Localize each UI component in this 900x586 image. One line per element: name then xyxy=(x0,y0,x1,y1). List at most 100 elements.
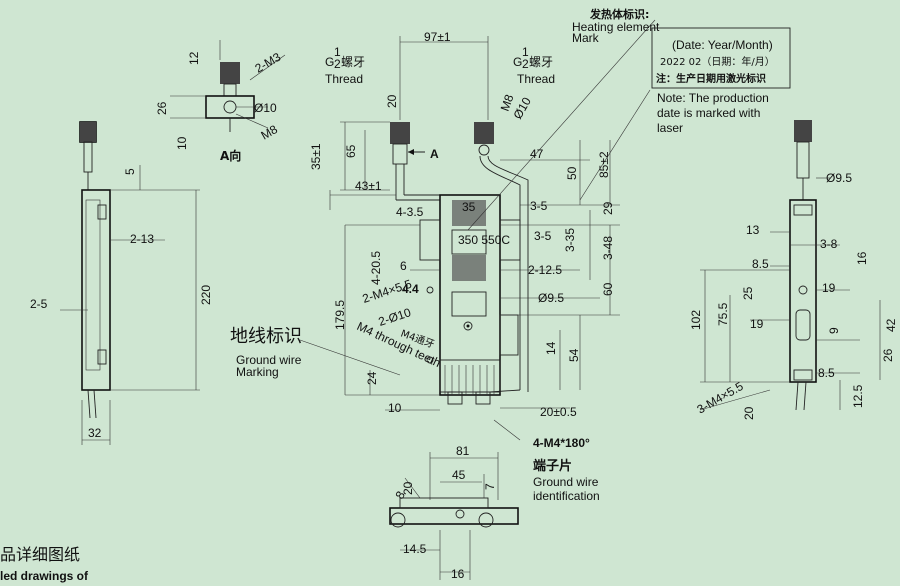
svg-text:螺牙: 螺牙 xyxy=(341,55,365,69)
dim-26-b: 26 xyxy=(881,348,895,362)
dim-25: 25 xyxy=(741,286,755,300)
dim-65: 65 xyxy=(344,144,358,158)
left-side-view xyxy=(60,121,200,445)
dim-phi10-a: Ø10 xyxy=(254,101,277,115)
svg-text:螺牙: 螺牙 xyxy=(529,55,553,69)
dim-60: 60 xyxy=(601,282,615,296)
ground-label-en-1: Ground wire xyxy=(236,353,302,367)
dim-2-phi10: 2-Ø10 xyxy=(377,305,413,329)
svg-text:G: G xyxy=(325,55,334,69)
terminal-cn: 端子片 xyxy=(533,458,572,474)
dim-19-b: 19 xyxy=(750,317,764,331)
dim-2-13: 2-13 xyxy=(130,232,154,246)
production-note-3: laser xyxy=(657,121,683,135)
dim-32: 32 xyxy=(88,426,102,440)
dim-2-12-5: 2-12.5 xyxy=(528,263,562,277)
dim-3-5-a: 3-5 xyxy=(530,199,548,213)
dim-10-b: 10 xyxy=(388,401,402,415)
right-side-view xyxy=(699,120,881,411)
ground-label-cn: 地线标识 xyxy=(230,326,302,347)
dim-8-5-a: 8.5 xyxy=(752,257,769,271)
thread-left-label: G 1 2 螺牙 Thread xyxy=(325,45,365,86)
dim-14-5: 14.5 xyxy=(403,542,427,556)
svg-text:Thread: Thread xyxy=(517,72,555,86)
dim-16: 16 xyxy=(855,251,869,265)
dim-20-c: 20 xyxy=(401,481,415,495)
dim-43: 43±1 xyxy=(355,179,382,193)
dim-5: 5 xyxy=(123,168,137,175)
dim-2-m3: 2-M3 xyxy=(253,50,284,76)
main-front-view xyxy=(299,19,656,441)
dim-102: 102 xyxy=(689,310,703,330)
dim-54: 54 xyxy=(567,348,581,362)
dim-14: 14 xyxy=(544,341,558,355)
dim-m8-b: M8 xyxy=(498,92,517,113)
dim-3-48: 3-48 xyxy=(601,236,615,260)
dim-179-5: 179.5 xyxy=(333,300,347,330)
terminal-en-1: Ground wire xyxy=(533,475,599,489)
svg-text:Thread: Thread xyxy=(325,72,363,86)
heating-box-line2: 2022 02（日期：年/月） xyxy=(660,55,775,68)
terminal-en-2: identification xyxy=(533,489,600,503)
terminal-spec: 4-M4*180° xyxy=(533,436,590,450)
dim-9: 9 xyxy=(827,327,841,334)
dim-3-35: 3-35 xyxy=(563,228,577,252)
dim-42: 42 xyxy=(884,318,898,332)
bottom-top-view xyxy=(389,452,519,580)
heating-mark-en-1: Heating element xyxy=(572,20,660,34)
dim-2-5-left: 2-5 xyxy=(30,297,48,311)
dim-3-8: 3-8 xyxy=(820,237,838,251)
dim-phi9-5-b: Ø9.5 xyxy=(826,171,852,185)
dim-26: 26 xyxy=(155,101,169,115)
svg-text:2: 2 xyxy=(522,57,529,71)
svg-text:1: 1 xyxy=(522,45,529,59)
production-note-2: date is marked with xyxy=(657,106,760,120)
thread-right-label: G 1 2 螺牙 Thread xyxy=(513,45,555,86)
dim-4-20-5: 4-20.5 xyxy=(369,251,383,285)
footer-cn: 品详细图纸 xyxy=(0,545,80,564)
dim-75-5: 75.5 xyxy=(716,302,730,326)
dim-13: 13 xyxy=(746,223,760,237)
dim-220: 220 xyxy=(199,285,213,305)
view-a-detail xyxy=(170,40,286,132)
dim-6: 6 xyxy=(400,259,407,273)
dim-20-a: 20 xyxy=(385,94,399,108)
dim-phi9-5-a: Ø9.5 xyxy=(538,291,564,305)
dim-50: 50 xyxy=(565,166,579,180)
dim-47: 47 xyxy=(530,147,544,161)
dim-85: 85±2 xyxy=(597,151,611,178)
dim-8-5-b: 8.5 xyxy=(818,366,835,380)
arrow-a-label: A xyxy=(430,147,439,161)
dim-12: 12 xyxy=(187,51,201,65)
svg-text:1: 1 xyxy=(334,45,341,59)
dim-20-0-5: 20±0.5 xyxy=(540,405,577,419)
dim-4-3-5: 4-3.5 xyxy=(396,205,424,219)
dim-7: 7 xyxy=(483,483,497,490)
dim-10-a: 10 xyxy=(175,136,189,150)
chip-label: 350 550C xyxy=(458,233,510,247)
svg-text:G: G xyxy=(513,55,522,69)
production-note-1: Note: The production xyxy=(657,91,769,105)
dim-35-body: 35 xyxy=(462,200,476,214)
dim-19-a: 19 xyxy=(822,281,836,295)
footer-en: led drawings of xyxy=(0,569,89,583)
heating-mark-cn: 发热体标识: xyxy=(589,7,649,21)
heating-mark-box xyxy=(651,27,791,89)
dim-35: 35±1 xyxy=(309,143,323,170)
dim-24: 24 xyxy=(365,371,379,385)
dim-29: 29 xyxy=(601,201,615,215)
dim-16-b: 16 xyxy=(451,567,465,581)
dim-3-5-b: 3-5 xyxy=(534,229,552,243)
svg-text:2: 2 xyxy=(334,57,341,71)
view-a-label: A向 xyxy=(220,148,241,163)
ground-label-en-2: Marking xyxy=(236,365,279,379)
dim-81: 81 xyxy=(456,444,470,458)
heating-mark-en-2: Mark xyxy=(572,31,600,45)
dim-97: 97±1 xyxy=(424,30,451,44)
dim-45: 45 xyxy=(452,468,466,482)
dim-20-b: 20 xyxy=(742,406,756,420)
heating-box-line3: 注：生产日期用激光标识 xyxy=(656,72,766,85)
heating-box-line1: (Date: Year/Month) xyxy=(672,38,773,52)
